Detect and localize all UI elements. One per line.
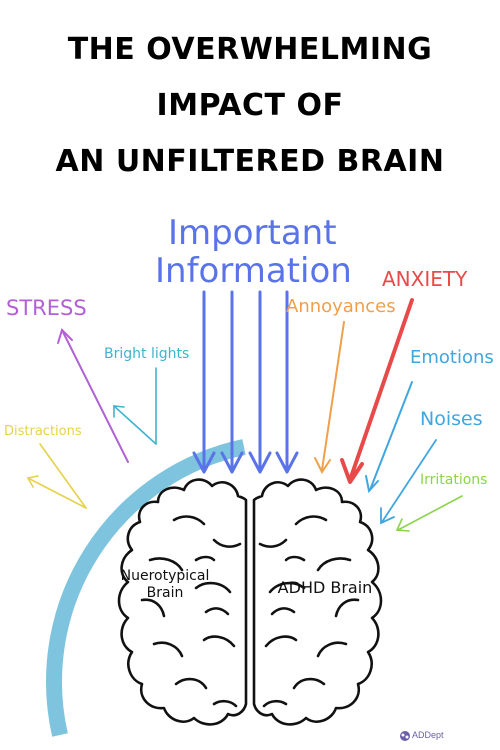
- important-information-arrows: [192, 290, 299, 474]
- neurotypical-label-line-2: Brain: [146, 584, 184, 601]
- left-brain-hemisphere: [117, 478, 248, 726]
- right-brain-hemisphere: [252, 478, 383, 726]
- brain-logo-icon: [400, 731, 410, 741]
- title-line-2: IMPACT OF: [156, 88, 344, 123]
- important-label-line-1: Important: [168, 213, 337, 253]
- neurotypical-brain-label: Nuerotypical Brain: [100, 568, 230, 602]
- title-line-3: AN UNFILTERED BRAIN: [55, 144, 445, 179]
- emotions-label: Emotions: [410, 347, 494, 368]
- annoyances-label: Annoyances: [286, 296, 396, 317]
- logo-text[interactable]: ADDept: [412, 730, 444, 740]
- stress-arrow: [57, 328, 129, 463]
- emotions-arrow: [365, 381, 413, 494]
- irritations-arrow: [395, 495, 463, 532]
- distractions-label: Distractions: [4, 424, 82, 439]
- anxiety-label: ANXIETY: [382, 267, 468, 291]
- noises-arrow: [380, 439, 437, 525]
- annoyances-arrow: [314, 321, 345, 474]
- filter-arc: [46, 439, 246, 737]
- bright-lights-arrow: [113, 367, 157, 445]
- neurotypical-label-line-1: Nuerotypical: [120, 568, 210, 584]
- bright-lights-label: Bright lights: [104, 346, 190, 362]
- distractions-arrow: [26, 443, 87, 509]
- noises-label: Noises: [420, 408, 483, 430]
- stress-label: STRESS: [6, 296, 87, 320]
- anxiety-arrow: [340, 298, 414, 484]
- irritations-label: Irritations: [420, 472, 488, 488]
- adhd-brain-label: ADHD Brain: [277, 578, 373, 597]
- title-line-1: THE OVERWHELMING: [67, 32, 433, 67]
- important-label-line-2: Information: [155, 251, 352, 291]
